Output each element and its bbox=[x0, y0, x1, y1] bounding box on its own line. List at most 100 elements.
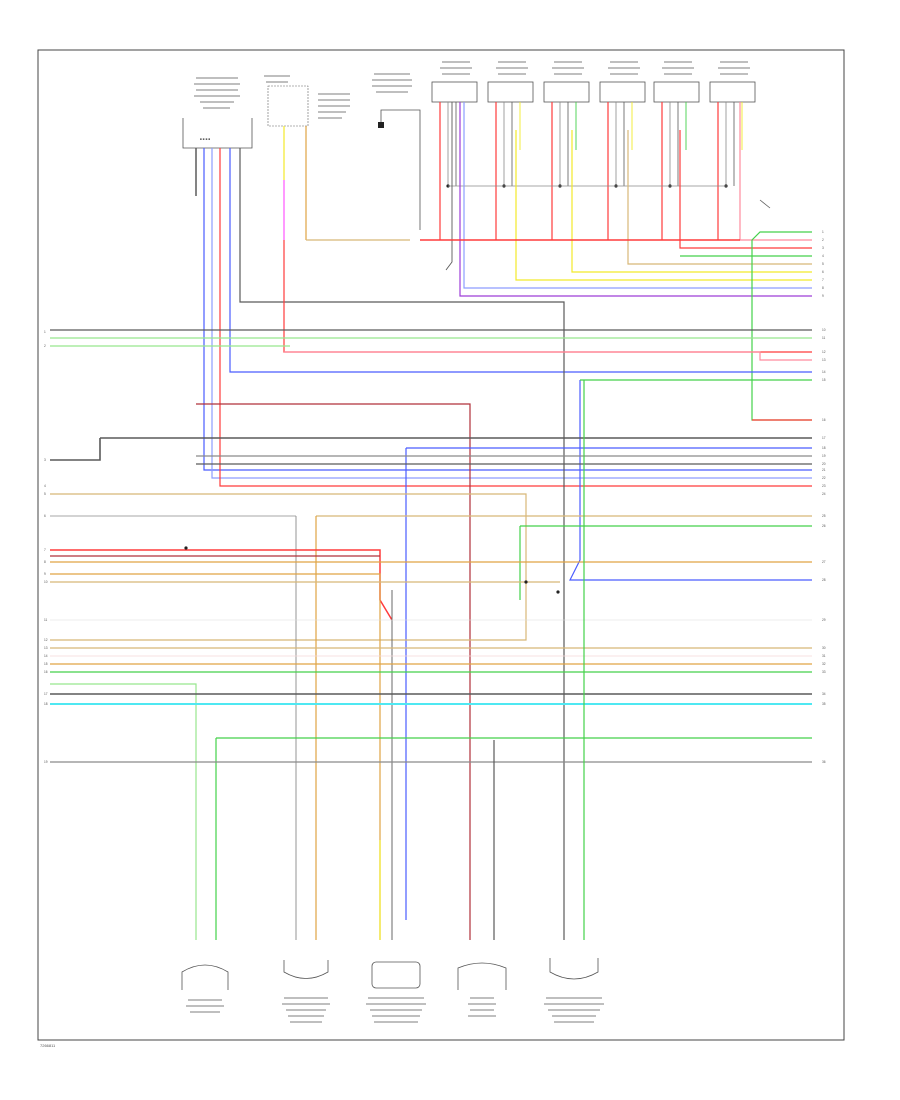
right-pin-number: 6 bbox=[822, 270, 824, 274]
left-pin-number: 13 bbox=[44, 646, 48, 650]
right-pin-number: 15 bbox=[822, 378, 826, 382]
right-pin-number: 7 bbox=[822, 278, 824, 282]
left-pin-number: 18 bbox=[44, 702, 48, 706]
ground-wire bbox=[445, 102, 453, 271]
right-pin-number: 23 bbox=[822, 484, 826, 488]
right-pin-number: 26 bbox=[822, 524, 826, 528]
right-pin-number: 9 bbox=[822, 294, 824, 298]
connector-row-top bbox=[431, 61, 756, 103]
right-pin-number: 12 bbox=[822, 350, 826, 354]
right-pin-number: 28 bbox=[822, 578, 826, 582]
left-pin-number: 19 bbox=[44, 760, 48, 764]
bus-wire bbox=[50, 549, 393, 621]
right-pin-number: 29 bbox=[822, 618, 826, 622]
left-pin-number: 11 bbox=[44, 618, 48, 622]
module-signal-wire bbox=[219, 148, 812, 487]
splice-dot bbox=[556, 590, 560, 594]
signal-wire bbox=[627, 130, 812, 265]
left-pin-number: 5 bbox=[44, 492, 46, 496]
left-pin-number: 12 bbox=[44, 638, 48, 642]
module-signal-wire bbox=[211, 148, 812, 479]
left-pin-number: 15 bbox=[44, 662, 48, 666]
splice-dot bbox=[524, 580, 528, 584]
right-pin-number: 27 bbox=[822, 560, 826, 564]
right-pin-number: 13 bbox=[822, 358, 826, 362]
right-pin-number: 36 bbox=[822, 760, 826, 764]
right-pin-number: 14 bbox=[822, 370, 826, 374]
right-pin-number: 24 bbox=[822, 492, 826, 496]
right-pin-number: 21 bbox=[822, 468, 826, 472]
right-pin-column: 1234567891011121314151617181920212223242… bbox=[822, 230, 826, 764]
left-pin-number: 8 bbox=[44, 560, 46, 564]
right-pin-number: 33 bbox=[822, 670, 826, 674]
power-distribution-top bbox=[372, 73, 421, 230]
bottom-sensor-1 bbox=[181, 964, 229, 1013]
right-pin-number: 1 bbox=[822, 230, 824, 234]
bus-wire bbox=[50, 573, 381, 940]
left-pin-number: 2 bbox=[44, 344, 46, 348]
control-module-top-left: ■ ■ ■ ■ bbox=[182, 77, 253, 149]
switch-component-top bbox=[264, 75, 350, 127]
signal-wire bbox=[463, 102, 812, 289]
signal-wire bbox=[515, 130, 812, 281]
top-connector-1 bbox=[431, 61, 478, 103]
signal-wire bbox=[679, 130, 812, 249]
signal-wire bbox=[571, 130, 812, 273]
right-pin-number: 2 bbox=[822, 238, 824, 242]
svg-text:■ ■ ■ ■: ■ ■ ■ ■ bbox=[200, 137, 210, 141]
right-pin-number: 31 bbox=[822, 654, 826, 658]
top-connector-6 bbox=[709, 61, 756, 103]
violet-harness-wire bbox=[459, 102, 812, 297]
right-pin-number: 18 bbox=[822, 446, 826, 450]
right-pin-number: 30 bbox=[822, 646, 826, 650]
bus-wire bbox=[50, 493, 527, 641]
right-pin-number: 8 bbox=[822, 286, 824, 290]
left-pin-number: 14 bbox=[44, 654, 48, 658]
bus-wire bbox=[50, 438, 101, 461]
right-pin-number: 25 bbox=[822, 514, 826, 518]
left-pin-number: 9 bbox=[44, 572, 46, 576]
right-pin-number: 3 bbox=[822, 246, 824, 250]
bottom-sensor-2 bbox=[282, 960, 330, 1023]
wire-layer bbox=[50, 102, 812, 940]
top-connector-3 bbox=[543, 61, 590, 103]
right-pin-number: 10 bbox=[822, 328, 826, 332]
left-pin-number: 1 bbox=[44, 330, 46, 334]
left-pin-number: 16 bbox=[44, 670, 48, 674]
right-pin-number: 20 bbox=[822, 462, 826, 466]
left-pin-number: 10 bbox=[44, 580, 48, 584]
right-pin-number: 4 bbox=[822, 254, 824, 258]
right-pin-number: 17 bbox=[822, 436, 826, 440]
diagram-code: 7266811 bbox=[40, 1043, 56, 1048]
loop-wire bbox=[751, 231, 812, 421]
shield-wire bbox=[239, 148, 565, 940]
right-pin-number: 34 bbox=[822, 692, 826, 696]
right-pin-number: 16 bbox=[822, 418, 826, 422]
left-pin-number: 17 bbox=[44, 692, 48, 696]
right-pin-number: 22 bbox=[822, 476, 826, 480]
sensor-feed-wire bbox=[196, 403, 471, 940]
top-connector-2 bbox=[487, 61, 534, 103]
ground-wire bbox=[759, 199, 771, 209]
bottom-sensor-3 bbox=[366, 961, 426, 1023]
top-connector-5 bbox=[653, 61, 700, 103]
bottom-sensor-5 bbox=[544, 958, 604, 1023]
bus-wire bbox=[569, 380, 812, 581]
sensor-wire bbox=[50, 683, 197, 940]
splice-dot bbox=[184, 546, 188, 550]
module-signal-wire bbox=[229, 148, 812, 373]
top-connector-4 bbox=[599, 61, 646, 103]
diagram-border bbox=[37, 49, 845, 1041]
right-pin-number: 11 bbox=[822, 336, 826, 340]
signal-wire bbox=[739, 102, 812, 241]
module-signal-wire bbox=[203, 148, 812, 471]
bottom-sensor-4 bbox=[457, 962, 507, 1017]
bus-wire bbox=[284, 351, 812, 361]
right-pin-number: 19 bbox=[822, 454, 826, 458]
right-pin-number: 5 bbox=[822, 262, 824, 266]
left-pin-number: 4 bbox=[44, 484, 46, 488]
left-pin-number: 3 bbox=[44, 458, 46, 462]
left-pin-number: 6 bbox=[44, 514, 46, 518]
